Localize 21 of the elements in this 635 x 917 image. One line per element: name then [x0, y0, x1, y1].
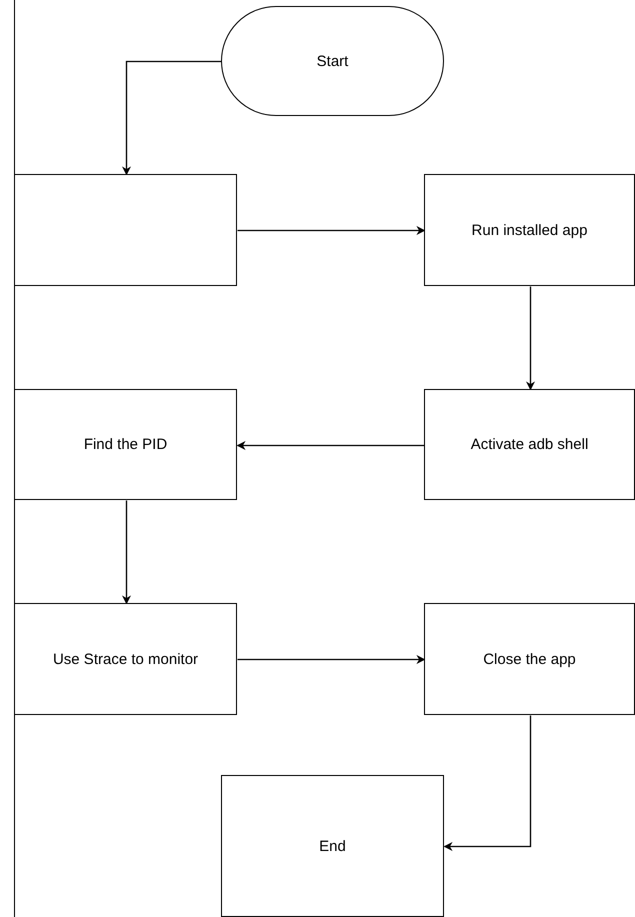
- arrow: [236, 441, 424, 450]
- arrow: [238, 226, 426, 235]
- process-box: [221, 775, 444, 917]
- node-label: Start: [316, 52, 348, 70]
- process-box: [424, 603, 635, 715]
- process-box: [424, 389, 635, 500]
- node-label: Close the app: [483, 650, 576, 668]
- node-label: Find the PID: [84, 436, 168, 453]
- process-box: [14, 389, 237, 500]
- node-label: End: [319, 838, 346, 854]
- process-box: [14, 174, 237, 286]
- process-box: [14, 603, 237, 715]
- node-label: Activate adb shell: [470, 436, 588, 453]
- arrow: [238, 655, 426, 664]
- arrow: [444, 716, 532, 851]
- node-label: Use Strace to monitor: [52, 650, 198, 668]
- arrow: [122, 500, 131, 604]
- arrow: [526, 286, 535, 390]
- arrow: [122, 60, 222, 176]
- process-box: [424, 174, 635, 286]
- node-label: Run installed app: [472, 222, 588, 238]
